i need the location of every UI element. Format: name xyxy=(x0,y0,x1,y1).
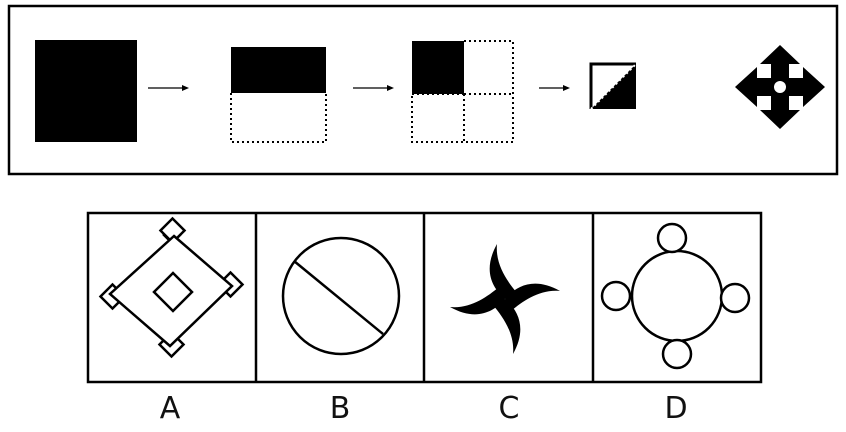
option-label-a[interactable]: A xyxy=(159,391,181,426)
options-panel xyxy=(86,211,763,384)
option-label-b[interactable]: B xyxy=(329,391,351,426)
diagonally-halved-small-square xyxy=(589,62,637,110)
sequence-arrow-1 xyxy=(148,85,189,91)
option-a-figure[interactable] xyxy=(98,216,245,359)
option-c-figure[interactable] xyxy=(450,244,560,354)
option-label-c[interactable]: C xyxy=(498,391,520,426)
full-black-square xyxy=(35,40,137,142)
four-arrow-cross-icon xyxy=(735,45,825,129)
top-left-quarter-black-square xyxy=(411,40,514,143)
question-panel xyxy=(7,4,839,176)
question-frame xyxy=(7,4,839,176)
option-b-figure[interactable] xyxy=(281,236,401,356)
sequence-arrow-3 xyxy=(539,85,570,91)
option-label-d[interactable]: D xyxy=(664,391,688,426)
option-d-figure[interactable] xyxy=(600,222,751,370)
top-half-black-rectangle xyxy=(230,47,327,143)
sequence-arrow-2 xyxy=(353,85,394,91)
